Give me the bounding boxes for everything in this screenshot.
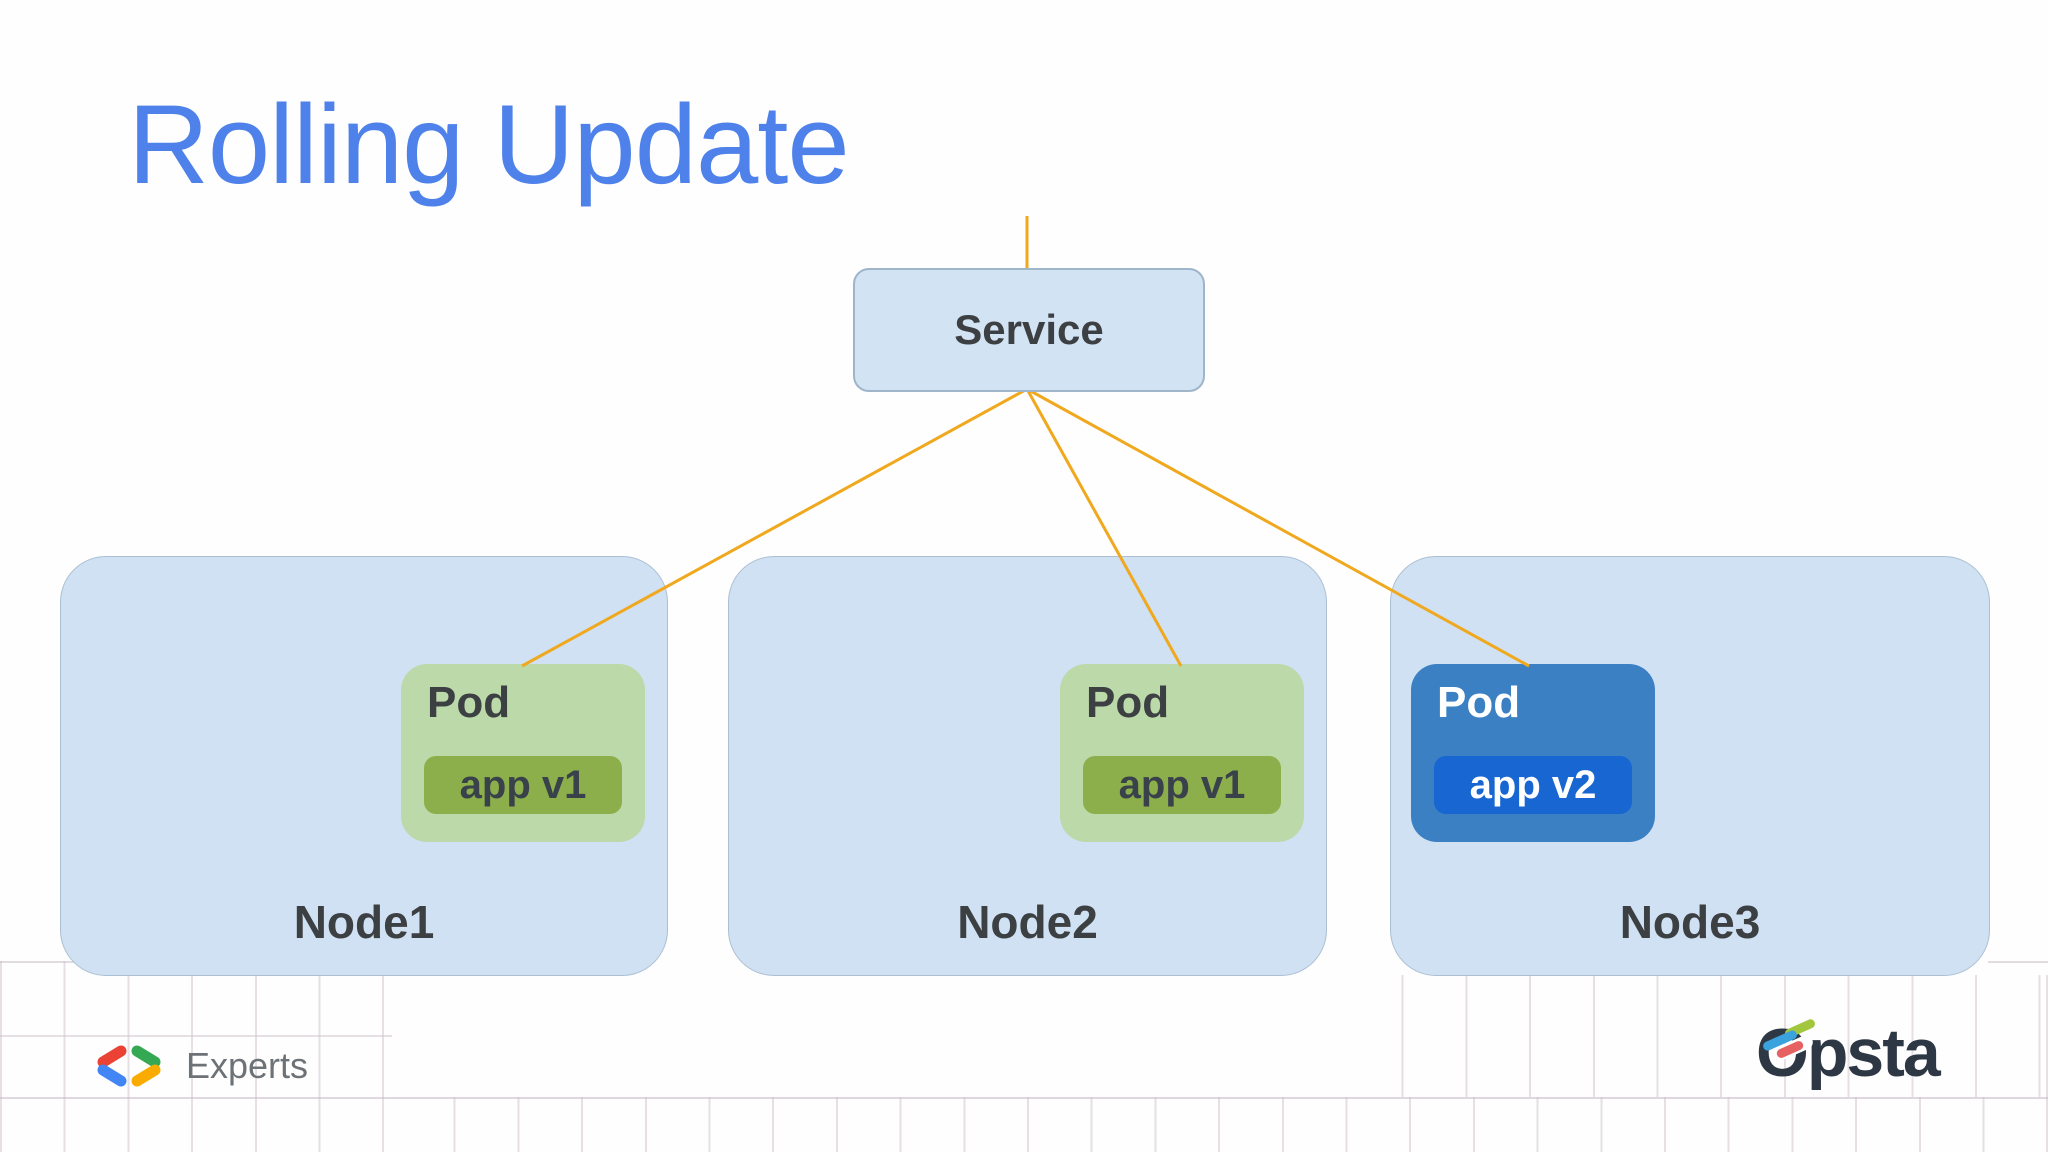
node-box-node1: Pod app v1 Node1 [60, 556, 668, 976]
app-version-badge: app v1 [1083, 756, 1281, 814]
connector-to-pod2 [1025, 388, 1183, 667]
connector-to-pod1 [521, 387, 1028, 668]
service-box: Service [853, 268, 1205, 392]
experts-label: Experts [186, 1045, 309, 1086]
node-label: Node1 [293, 896, 435, 948]
opsta-logo: Opsta [1752, 1014, 1972, 1100]
node-label: Node2 [957, 896, 1098, 948]
service-label: Service [954, 306, 1104, 353]
connector-to-pod3 [1026, 387, 1530, 668]
pod-label: Pod [1437, 678, 1521, 727]
experts-logo: Experts [96, 1044, 308, 1088]
pod-label: Pod [1086, 678, 1170, 727]
pod-box-node1: Pod app v1 [401, 664, 645, 842]
node-box-node3: Pod app v2 Node3 [1390, 556, 1990, 976]
pod-label: Pod [427, 678, 511, 727]
gde-chevrons-icon [97, 1045, 161, 1087]
pod-box-node2: Pod app v1 [1060, 664, 1304, 842]
node-label: Node3 [1619, 896, 1761, 948]
app-version-badge: app v1 [424, 756, 622, 814]
pod-box-node3: Pod app v2 [1411, 664, 1655, 842]
app-version-badge: app v2 [1434, 756, 1632, 814]
node-box-node2: Pod app v1 Node2 [728, 556, 1327, 976]
page-title: Rolling Update [128, 82, 850, 207]
